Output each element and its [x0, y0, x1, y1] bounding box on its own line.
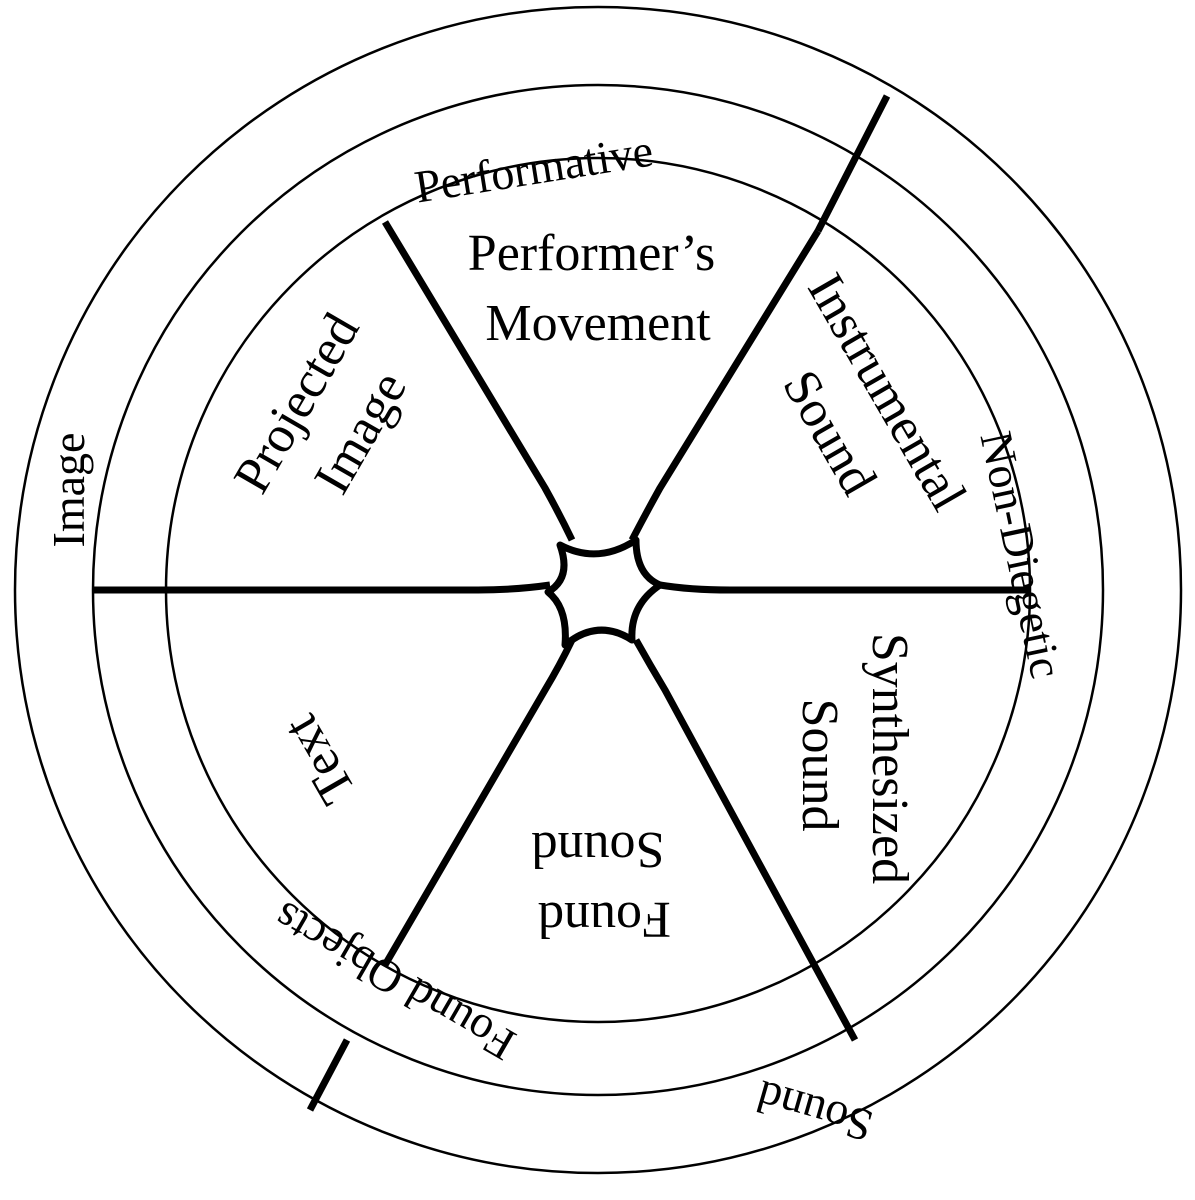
outer-sound: Sound [751, 1071, 878, 1152]
band-non-diegetic: Non-Diegetic [970, 427, 1072, 682]
outer-image-label: Image [43, 433, 94, 548]
segment-text-line1: Text [271, 705, 366, 813]
segment-synthesized-sound-line2: Sound [791, 699, 848, 832]
spoke-left [93, 581, 551, 594]
band-found-objects-label: Found Objects [265, 892, 524, 1071]
band-performative-label: Performative [411, 125, 656, 213]
outer-sound-label: Sound [751, 1071, 878, 1152]
outer-divider-bottom-left [306, 1038, 351, 1112]
spoke-right [659, 581, 1030, 594]
band-non-diegetic-label: Non-Diegetic [970, 427, 1072, 682]
segment-performers-movement: Performer’s Movement [468, 225, 728, 352]
segment-projected-image: Projected Image [223, 293, 438, 538]
segment-text: Text [271, 705, 366, 813]
segment-performers-movement-line1: Performer’s [468, 225, 715, 282]
segment-found-sound-line1: Found [538, 891, 671, 948]
segment-synthesized-sound-line1: Synthesized [861, 633, 918, 884]
band-found-objects: Found Objects [265, 892, 524, 1071]
segment-synthesized-sound: Synthesized Sound [791, 633, 918, 897]
spoke-lower-right [632, 638, 859, 1042]
central-hub-star [544, 536, 664, 649]
segment-performers-movement-line2: Movement [485, 295, 711, 352]
outer-image: Image [43, 433, 94, 548]
segment-found-sound: Found Sound [525, 821, 671, 948]
spoke-upper-left [382, 220, 576, 542]
band-performative: Performative [411, 125, 656, 213]
spoke-upper-right [628, 229, 821, 542]
segment-found-sound-line2: Sound [532, 821, 665, 878]
outer-ring [13, 5, 1183, 1175]
outer-divider-top-right [814, 94, 891, 233]
